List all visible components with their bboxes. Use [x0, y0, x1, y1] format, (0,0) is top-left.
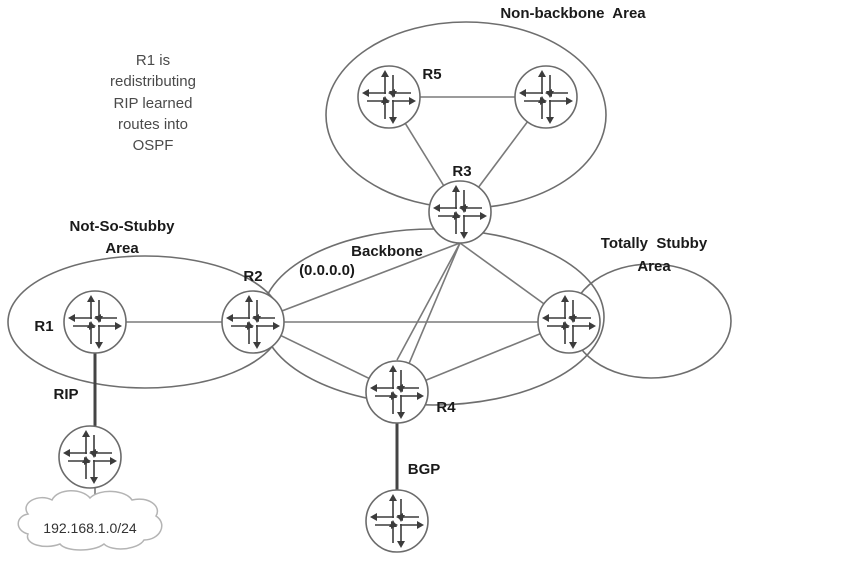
- router-bgp: [365, 489, 429, 553]
- router-r5: [357, 65, 421, 129]
- note-line2: redistributing: [110, 73, 196, 90]
- note-line4: routes into: [118, 116, 188, 133]
- router-r2: [221, 290, 285, 354]
- note-line1: R1 is: [136, 52, 170, 69]
- router-r3: [428, 180, 492, 244]
- totally-stubby-label-line2: Area: [637, 258, 671, 275]
- network-cloud: 192.168.1.0/24: [17, 490, 163, 551]
- r3-label: R3: [452, 163, 471, 180]
- link-r2-r3: [252, 242, 461, 323]
- backbone-label-line1: Backbone: [351, 243, 423, 260]
- note-line3: RIP learned: [114, 95, 193, 112]
- router-rip: [58, 425, 122, 489]
- network-label: 192.168.1.0/24: [43, 520, 137, 536]
- r1-label: R1: [34, 318, 53, 335]
- bgp-label: BGP: [408, 461, 441, 478]
- router-non-backbone: [514, 65, 578, 129]
- r4-label: R4: [436, 399, 456, 416]
- rip-label: RIP: [53, 386, 78, 403]
- note-line5: OSPF: [133, 137, 174, 154]
- nssa-label-line2: Area: [105, 240, 139, 257]
- r2-label: R2: [243, 268, 262, 285]
- nssa-label-line1: Not-So-Stubby: [70, 218, 176, 235]
- router-r1: [63, 290, 127, 354]
- r5-label: R5: [422, 66, 441, 83]
- totally-stubby-label-line1: Totally Stubby: [601, 235, 708, 252]
- router-totally-stubby: [537, 290, 601, 354]
- link-r3-r4b: [396, 242, 461, 361]
- backbone-label-line2: (0.0.0.0): [299, 262, 355, 279]
- router-r4: [365, 360, 429, 424]
- non-backbone-area-label: Non-backbone Area: [500, 5, 646, 22]
